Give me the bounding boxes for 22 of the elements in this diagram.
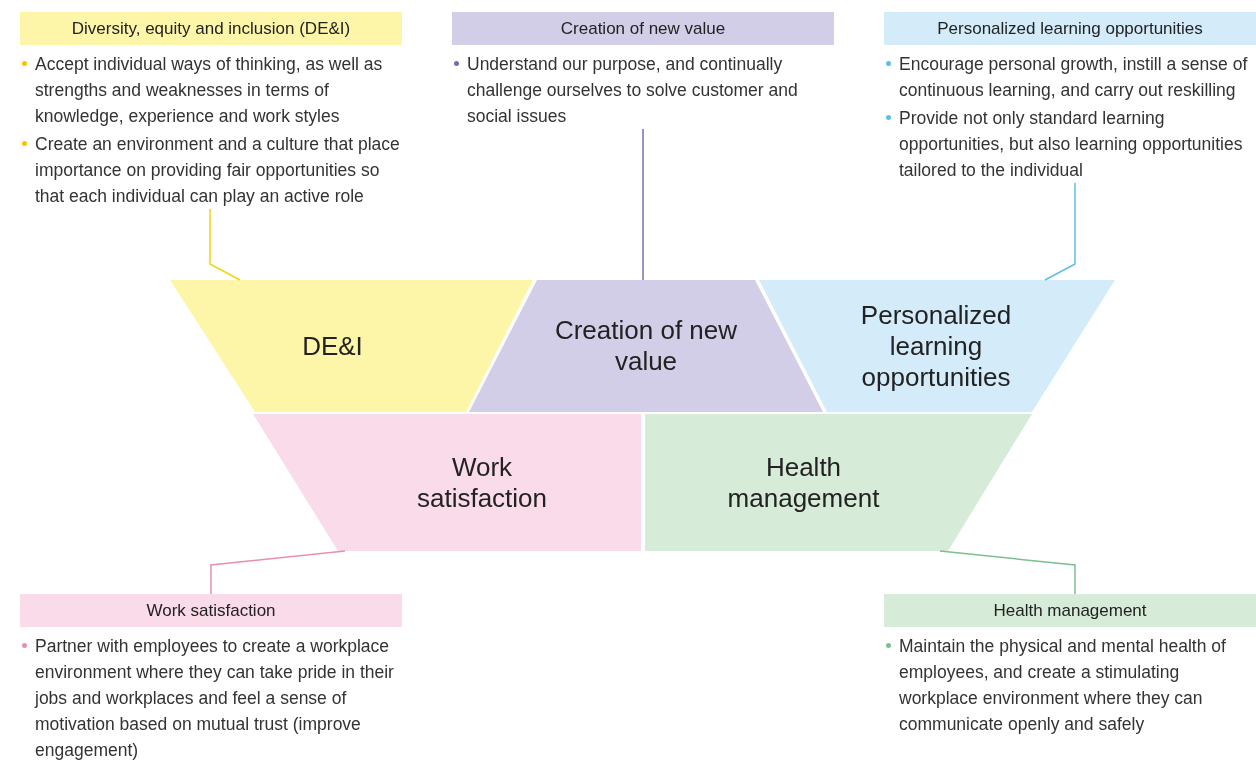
bullet-text: Create an environment and a culture that place importance on providing fair opportunities so that each individual can play an active role [35, 133, 401, 208]
callout-heading: Creation of new value [452, 12, 834, 45]
bullet-text: Understand our purpose, and continually challenge ourselves to solve customer and social issues [467, 53, 799, 128]
shape-label: Creation of new value [553, 315, 739, 377]
shape-label: DE&I [302, 330, 363, 362]
leader-line [1044, 182, 1076, 281]
shape-label: Work satisfaction [415, 451, 549, 514]
bullet-text: Encourage personal growth, instill a sense of continuous learning, and carry out reskilling [899, 53, 1249, 102]
leader-line [642, 128, 644, 281]
callout-heading: Work satisfaction [20, 594, 402, 627]
shape-label: Personalized learning opportunities [859, 299, 1013, 393]
bullet-text: Accept individual ways of thinking, as well as strengths and weaknesses in terms of knowledge, experience and work styles [35, 53, 384, 128]
leader-line [210, 550, 346, 595]
shape-label: Health management [726, 451, 881, 514]
bullet-text: Maintain the physical and mental health of employees, and create a stimulating workplace environment where they can communicate openly and safely [899, 635, 1227, 736]
callout-heading: Health management [884, 594, 1256, 627]
bullet-text: Partner with employees to create a workplace environment where they can take pride in their jobs and workplaces and feel a sense of motivation based on mutual trust (improve engagement) [35, 635, 395, 762]
callout-heading: Diversity, equity and inclusion (DE&I) [20, 12, 402, 45]
bullet-text: Provide not only standard learning opportunities, but also learning opportunities tailored to the individual [899, 107, 1244, 182]
leader-line [939, 550, 1076, 595]
leader-line [209, 208, 241, 281]
callout-heading: Personalized learning opportunities [884, 12, 1256, 45]
